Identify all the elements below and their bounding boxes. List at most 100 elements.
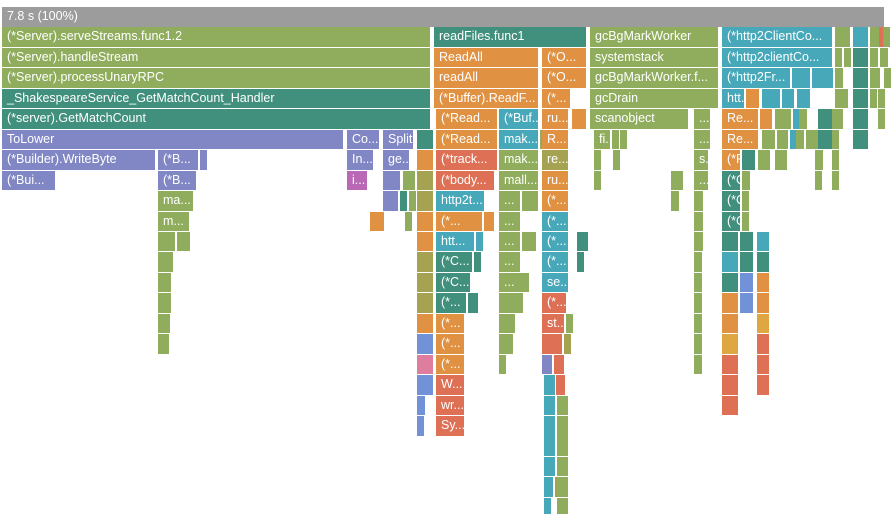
flame-block[interactable]: ge... — [383, 150, 409, 170]
flame-block-sliver[interactable] — [544, 416, 555, 436]
flame-block[interactable]: In... — [347, 150, 373, 170]
flame-block-sliver[interactable] — [826, 109, 833, 129]
flame-block[interactable]: (*Bui... — [2, 170, 55, 191]
flame-block-sliver[interactable] — [417, 211, 433, 231]
flame-block-sliver[interactable] — [542, 334, 562, 354]
flame-block-sliver[interactable] — [722, 354, 738, 375]
flame-block-sliver[interactable] — [499, 313, 515, 334]
flame-block[interactable]: ToLower — [2, 129, 343, 150]
flame-block[interactable]: R... — [542, 129, 568, 150]
flame-block[interactable]: ... — [499, 211, 520, 231]
flame-block[interactable]: (*C... — [722, 211, 740, 231]
flame-block-sliver[interactable] — [740, 272, 753, 293]
flame-block[interactable]: (*http2ClientCo... — [722, 27, 832, 47]
flame-block-sliver[interactable] — [409, 191, 416, 211]
flame-block-sliver[interactable] — [594, 150, 601, 170]
flame-block-sliver[interactable] — [581, 231, 588, 252]
flame-block-sliver[interactable] — [417, 293, 433, 313]
flame-block[interactable]: (*body... — [436, 170, 494, 191]
flame-block-sliver[interactable] — [542, 354, 552, 375]
flame-block-sliver[interactable] — [853, 68, 868, 88]
flame-block-sliver[interactable] — [822, 129, 829, 150]
flame-block[interactable]: mall... — [499, 170, 538, 191]
flame-block-sliver[interactable] — [671, 170, 683, 191]
flame-block-sliver[interactable] — [671, 191, 679, 211]
flame-block-sliver[interactable] — [822, 109, 829, 129]
flame-block[interactable]: ... — [499, 272, 529, 293]
flame-block[interactable]: ru... — [542, 170, 568, 191]
flame-block-sliver[interactable] — [183, 231, 190, 252]
flame-block-sliver[interactable] — [400, 191, 407, 211]
flame-block-sliver[interactable] — [870, 27, 877, 47]
flame-block-sliver[interactable] — [757, 293, 769, 313]
flame-block[interactable]: st... — [542, 313, 564, 334]
flame-block-sliver[interactable] — [832, 170, 839, 191]
flame-block[interactable]: mak... — [499, 129, 538, 150]
flame-block[interactable]: (*Server).serveStreams.func1.2 — [2, 27, 430, 47]
flame-block-sliver[interactable] — [775, 150, 787, 170]
flame-block-sliver[interactable] — [722, 395, 738, 416]
flame-block-sliver[interactable] — [722, 334, 738, 354]
flame-block-sliver[interactable] — [740, 231, 753, 252]
flame-block-sliver[interactable] — [777, 129, 788, 150]
flame-block[interactable]: ReadAll — [434, 47, 538, 68]
flame-block-sliver[interactable] — [577, 231, 584, 252]
flame-block[interactable]: htt... — [436, 231, 474, 252]
flame-block[interactable]: (*... — [436, 334, 464, 354]
flame-block-sliver[interactable] — [757, 375, 769, 395]
flame-block-sliver[interactable] — [818, 129, 825, 150]
flame-block-sliver[interactable] — [722, 313, 738, 334]
flame-block-sliver[interactable] — [742, 170, 750, 191]
flame-block-sliver[interactable] — [870, 47, 878, 68]
flame-block-sliver[interactable] — [403, 170, 410, 191]
flame-block[interactable]: ma... — [158, 191, 193, 211]
flame-block[interactable]: (*http2clientCo... — [722, 47, 832, 68]
flame-block[interactable]: Sy... — [436, 416, 464, 436]
flame-block[interactable]: (*server).GetMatchCount — [2, 109, 430, 129]
flame-block-sliver[interactable] — [835, 47, 842, 68]
flame-block-sliver[interactable] — [790, 129, 797, 150]
flame-block[interactable]: (*... — [542, 88, 570, 109]
flame-block[interactable]: gcBgMarkWorker.f... — [590, 68, 718, 88]
flame-block-sliver[interactable] — [417, 170, 433, 191]
flame-block-sliver[interactable] — [694, 231, 703, 252]
flame-block[interactable]: (*Buffer).ReadF... — [434, 88, 538, 109]
flame-block-sliver[interactable] — [760, 109, 772, 129]
flame-block-sliver[interactable] — [408, 170, 415, 191]
flame-block-sliver[interactable] — [815, 170, 822, 191]
flame-block[interactable]: Split — [383, 129, 413, 150]
flame-block-sliver[interactable] — [742, 191, 749, 211]
flame-block-sliver[interactable] — [474, 252, 481, 272]
flame-block[interactable]: (*... — [542, 231, 568, 252]
flame-block-sliver[interactable] — [417, 150, 433, 170]
flame-block-sliver[interactable] — [792, 68, 810, 88]
flame-block-sliver[interactable] — [158, 272, 171, 293]
flame-block-sliver[interactable] — [484, 211, 494, 231]
flame-block-sliver[interactable] — [694, 313, 702, 334]
flame-block-root[interactable]: 7.8 s (100%) — [2, 7, 884, 27]
flame-block[interactable]: (*Read... — [436, 109, 497, 129]
flame-block-sliver[interactable] — [499, 334, 506, 354]
flame-block[interactable]: (*C... — [722, 170, 740, 191]
flame-block-sliver[interactable] — [796, 129, 804, 150]
flame-block[interactable]: (*http2Fr... — [722, 68, 790, 88]
flame-block-sliver[interactable] — [740, 252, 753, 272]
flame-block-sliver[interactable] — [544, 395, 555, 416]
flame-block-sliver[interactable] — [417, 252, 433, 272]
flame-block-sliver[interactable] — [557, 436, 568, 456]
flame-block-sliver[interactable] — [758, 150, 770, 170]
flame-block-sliver[interactable] — [557, 416, 568, 436]
flame-block-sliver[interactable] — [853, 109, 868, 129]
flame-block[interactable]: _ShakespeareService_GetMatchCount_Handle… — [2, 88, 430, 109]
flame-block[interactable]: (*C... — [436, 252, 472, 272]
flame-block-sliver[interactable] — [694, 252, 702, 272]
flame-block-sliver[interactable] — [832, 109, 843, 129]
flame-block[interactable]: gcBgMarkWorker — [590, 27, 718, 47]
flame-block-sliver[interactable] — [812, 68, 833, 88]
flame-block-sliver[interactable] — [594, 170, 601, 191]
flame-block-sliver[interactable] — [757, 272, 769, 293]
flame-block-sliver[interactable] — [811, 129, 818, 150]
flame-block-sliver[interactable] — [544, 436, 555, 456]
flame-block-sliver[interactable] — [544, 477, 553, 497]
flame-block-sliver[interactable] — [694, 272, 702, 293]
